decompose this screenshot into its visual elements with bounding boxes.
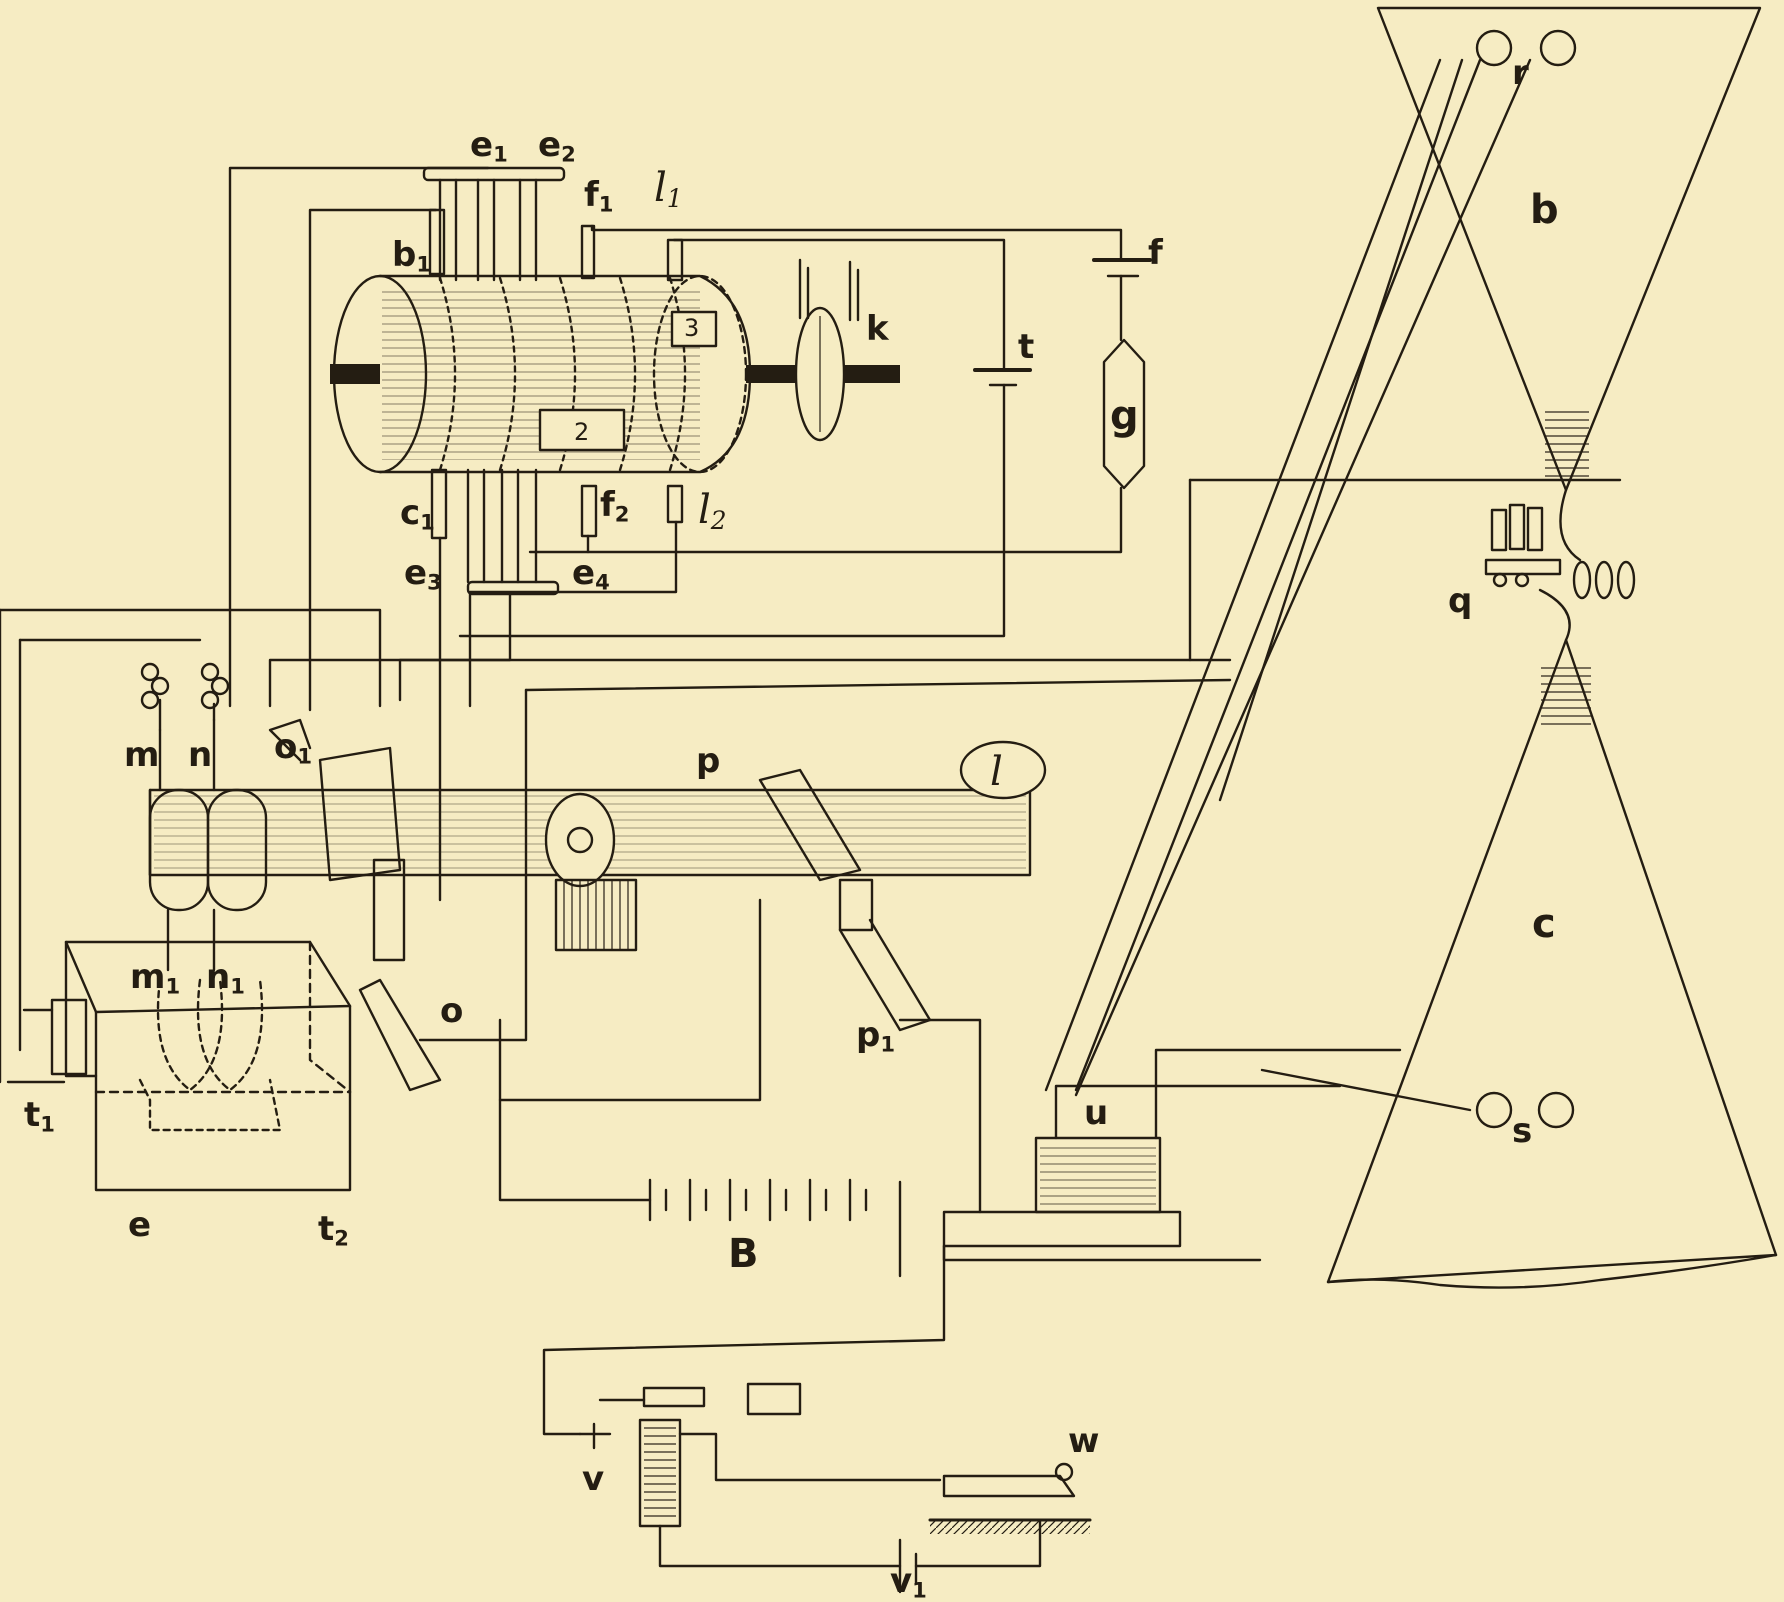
label-e4: e4 bbox=[572, 553, 610, 595]
hourglass-frame bbox=[1326, 6, 1778, 1289]
tank bbox=[6, 940, 352, 1192]
label-e3: e3 bbox=[404, 553, 442, 595]
label-e1: e1 bbox=[470, 125, 508, 167]
label-box2: 2 bbox=[574, 418, 589, 446]
label-c: c bbox=[1532, 901, 1556, 947]
label-o1: o1 bbox=[274, 727, 313, 769]
label-n: n bbox=[188, 735, 213, 775]
label-p: p bbox=[696, 741, 721, 781]
label-t: t bbox=[1018, 327, 1035, 367]
lever-beam bbox=[148, 718, 1047, 1092]
coils-m-n bbox=[140, 662, 230, 972]
label-o: o bbox=[440, 991, 464, 1031]
relay-q bbox=[1484, 488, 1636, 642]
label-g: g bbox=[1110, 393, 1139, 439]
label-n1: n1 bbox=[206, 957, 245, 999]
sounder-u bbox=[898, 1018, 1402, 1262]
label-m: m bbox=[124, 735, 160, 775]
label-v1: v1 bbox=[890, 1561, 927, 1602]
label-b1: b1 bbox=[392, 235, 432, 277]
label-q: q bbox=[1448, 581, 1473, 621]
batteries-galvanometer bbox=[973, 258, 1152, 490]
battery-B bbox=[498, 898, 902, 1278]
label-f2: f2 bbox=[600, 485, 630, 527]
label-l: l bbox=[990, 749, 1003, 795]
label-t2: t2 bbox=[318, 1209, 349, 1251]
label-e2: e2 bbox=[538, 125, 576, 167]
upper-wiring bbox=[0, 166, 1622, 1042]
left-wires bbox=[0, 608, 22, 1084]
label-c1: c1 bbox=[400, 493, 435, 535]
label-m1: m1 bbox=[130, 957, 181, 999]
label-l1: l1 bbox=[654, 165, 683, 214]
label-f1: f1 bbox=[584, 175, 614, 217]
cylinder-drum bbox=[330, 258, 900, 474]
label-w: w bbox=[1068, 1421, 1100, 1461]
label-v: v bbox=[582, 1459, 605, 1499]
label-s: s bbox=[1512, 1111, 1533, 1151]
label-p1: p1 bbox=[856, 1015, 896, 1057]
label-k: k bbox=[866, 309, 889, 349]
long-wires bbox=[1044, 58, 1532, 1112]
label-f: f bbox=[1148, 233, 1163, 273]
label-u: u bbox=[1084, 1093, 1109, 1133]
label-l2: l2 bbox=[698, 487, 727, 536]
label-t1: t1 bbox=[24, 1095, 55, 1137]
label-e: e bbox=[128, 1205, 152, 1245]
label-b: b bbox=[1530, 187, 1559, 233]
label-box3: 3 bbox=[684, 314, 699, 342]
label-B: B bbox=[728, 1231, 759, 1277]
label-r: r bbox=[1512, 53, 1529, 93]
key-circuit bbox=[542, 1244, 1092, 1594]
